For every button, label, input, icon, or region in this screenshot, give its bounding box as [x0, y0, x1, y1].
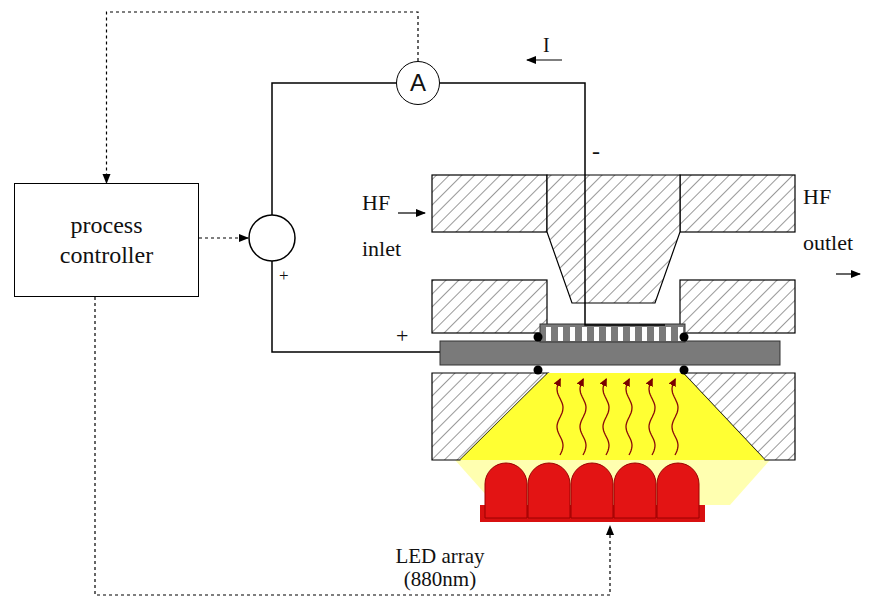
mid-right-block	[680, 280, 795, 333]
light-cone	[460, 373, 765, 460]
wafer	[440, 341, 780, 365]
process-box: process controller	[14, 183, 199, 297]
voltage-source	[249, 215, 295, 261]
ammeter-symbol: A	[396, 61, 440, 105]
wafer-comb	[540, 324, 685, 342]
top-left-block	[432, 175, 547, 232]
hf-inlet-arrow	[398, 212, 425, 213]
flow-label: HF inlet	[362, 180, 424, 272]
node-text: process controller	[15, 210, 198, 270]
o-rings	[534, 333, 689, 375]
wire	[272, 261, 440, 352]
wire	[440, 83, 665, 325]
mid-left-block	[432, 280, 547, 333]
flow-label: HF outlet	[803, 174, 875, 266]
node-text: A	[404, 70, 432, 96]
led-array	[485, 463, 699, 518]
polarity-sign: +	[396, 325, 416, 347]
polarity-sign: -	[592, 138, 608, 164]
control-line	[193, 237, 248, 238]
led-label: LED array (880nm)	[385, 545, 495, 591]
control-line	[95, 297, 610, 595]
top-right-block	[680, 175, 795, 232]
current-label: I	[543, 33, 563, 57]
hf-outlet-arrow	[836, 273, 860, 274]
control-connector	[107, 12, 419, 183]
polarity-sign: +	[279, 266, 295, 286]
electrode-holder	[547, 175, 680, 303]
current-arrow	[527, 59, 562, 60]
light-waves	[557, 379, 678, 455]
comb-slots	[546, 327, 683, 341]
